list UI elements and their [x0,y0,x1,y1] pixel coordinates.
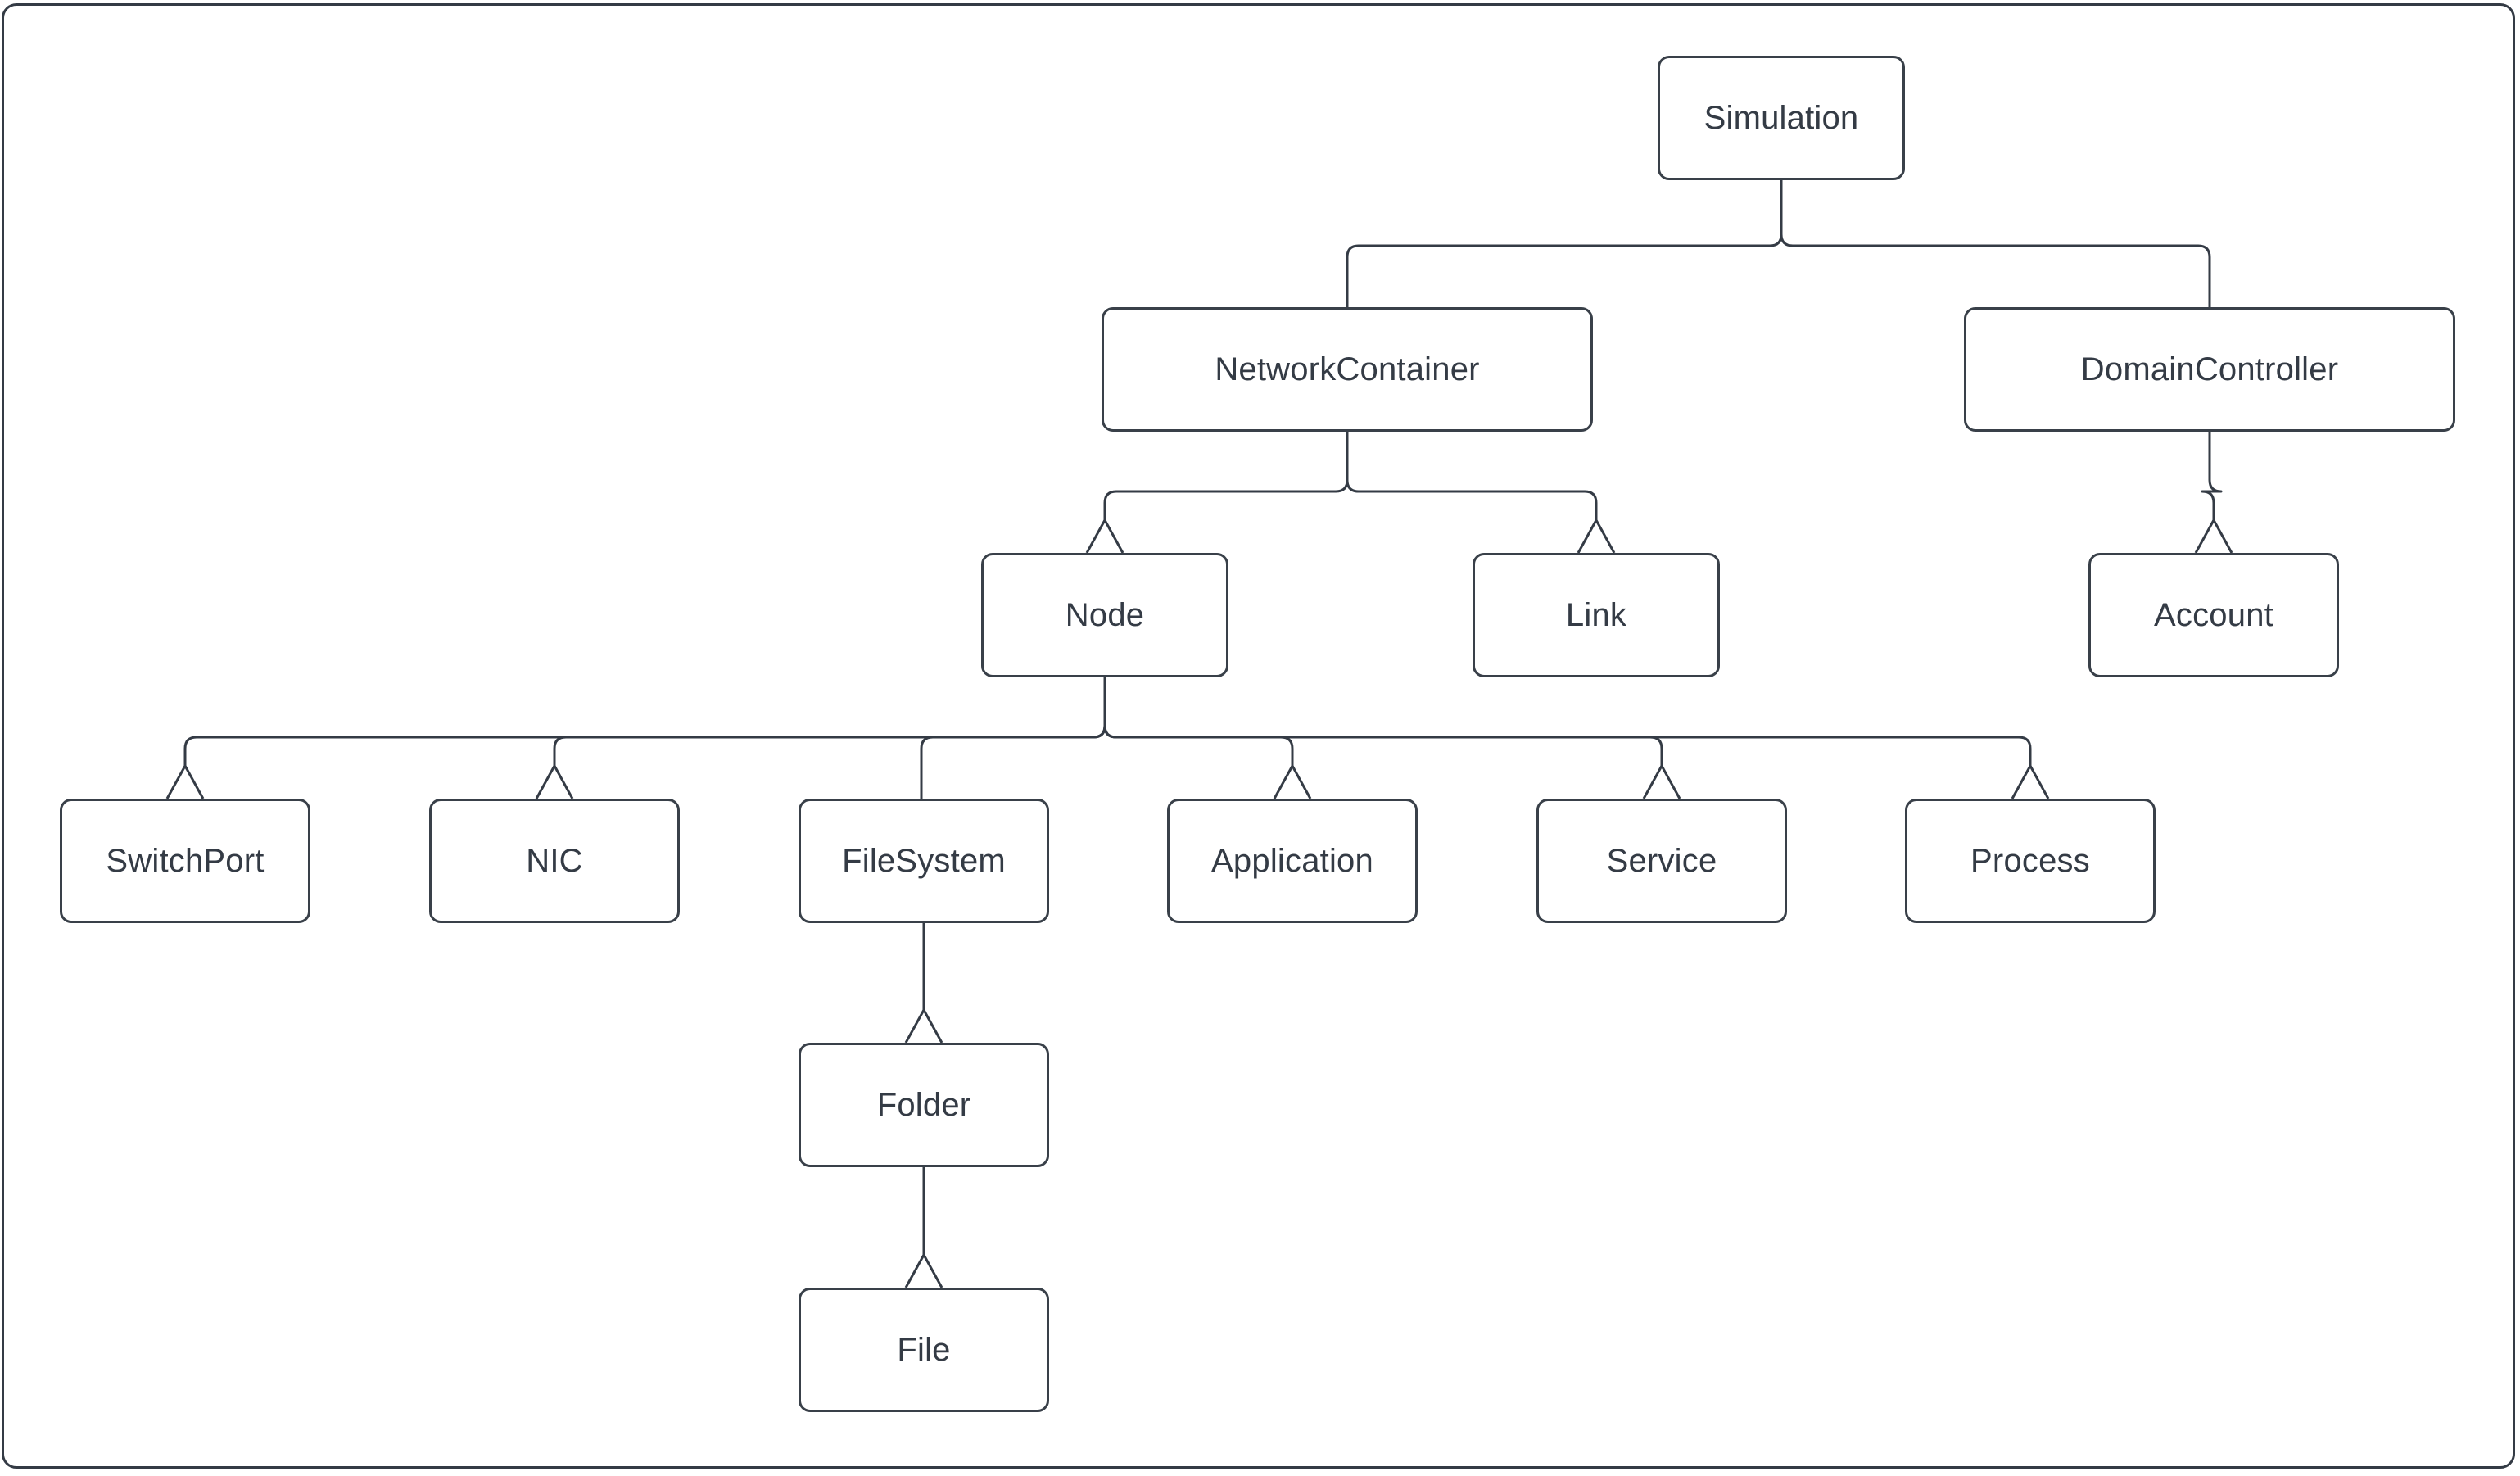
generalization-arrow-process [2011,763,2050,799]
generalization-arrow-account [2194,517,2233,554]
edge-node-to-application [1103,676,1294,767]
generalization-arrow-node [1085,517,1124,554]
class-box-label: Application [1211,843,1373,879]
generalization-arrow-application [1273,763,1312,799]
class-box-switchport[interactable]: SwitchPort [60,799,310,923]
class-box-nic[interactable]: NIC [429,799,680,923]
class-box-service[interactable]: Service [1536,799,1787,923]
generalization-arrow-switchport [165,763,205,799]
edge-node-to-filesystem [920,676,1106,800]
class-box-label: Simulation [1703,100,1859,136]
generalization-arrow-nic [535,763,574,799]
class-box-label: SwitchPort [106,843,265,879]
edge-node-to-service [1103,676,1663,767]
edge-node-to-nic [553,676,1106,767]
class-box-domain_controller[interactable]: DomainController [1964,307,2455,432]
generalization-arrow-file [904,1252,943,1288]
class-box-link[interactable]: Link [1473,553,1720,677]
edge-node-to-process [1103,676,2032,767]
edge-domain_controller-to-account [2201,430,2223,522]
edge-node-to-switchport [183,676,1106,767]
class-box-label: Link [1565,597,1627,633]
class-box-label: Folder [876,1087,971,1123]
class-box-label: Account [2154,597,2273,633]
class-box-label: FileSystem [842,843,1006,879]
generalization-arrow-service [1642,763,1681,799]
class-box-label: Service [1606,843,1717,879]
class-box-label: Process [1970,843,2090,879]
class-box-node[interactable]: Node [981,553,1228,677]
class-box-process[interactable]: Process [1905,799,2156,923]
edge-network_container-to-node [1103,430,1349,522]
class-box-label: File [897,1332,951,1368]
class-box-folder[interactable]: Folder [799,1043,1049,1167]
edge-network_container-to-link [1346,430,1598,522]
class-box-account[interactable]: Account [2088,553,2339,677]
class-box-label: NetworkContainer [1215,351,1480,387]
class-box-network_container[interactable]: NetworkContainer [1102,307,1593,432]
class-box-filesystem[interactable]: FileSystem [799,799,1049,923]
generalization-arrow-link [1577,517,1616,554]
class-box-application[interactable]: Application [1167,799,1418,923]
generalization-arrow-folder [904,1007,943,1044]
edge-simulation-to-network_container [1346,179,1783,309]
edge-simulation-to-domain_controller [1780,179,2211,309]
class-box-label: Node [1065,597,1145,633]
class-box-simulation[interactable]: Simulation [1658,56,1905,180]
class-box-label: NIC [526,843,583,879]
class-box-label: DomainController [2080,351,2339,387]
class-box-file[interactable]: File [799,1288,1049,1412]
